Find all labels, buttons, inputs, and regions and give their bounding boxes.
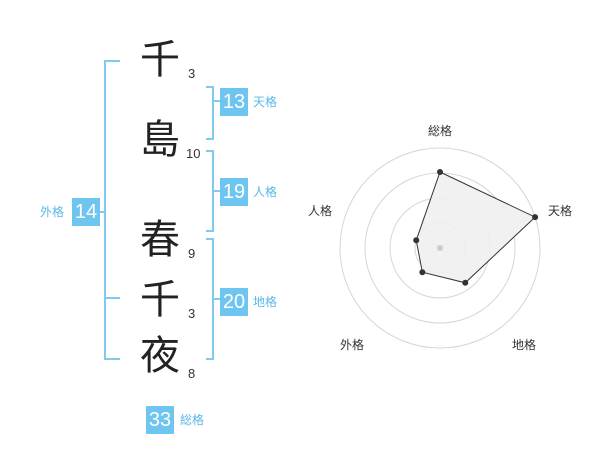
chikaku-bracket xyxy=(206,238,214,360)
jinkaku-value: 19 xyxy=(220,178,248,206)
gaikaku-inner-tick xyxy=(104,297,120,299)
radar-polygon xyxy=(415,171,536,284)
radar-label-jinkaku: 人格 xyxy=(308,204,333,218)
radar-label-soukaku: 総格 xyxy=(428,124,453,138)
stroke-count-3: 9 xyxy=(188,246,196,261)
radar-label-gaikaku: 外格 xyxy=(340,338,365,352)
tenkaku-tick xyxy=(214,100,220,102)
name-char-4: 千 xyxy=(140,277,180,323)
radar-center xyxy=(437,245,443,251)
tenkaku-value: 13 xyxy=(220,88,248,116)
jinkaku-label: 人格 xyxy=(253,185,278,199)
stroke-count-5: 8 xyxy=(188,366,196,381)
chikaku-value: 20 xyxy=(220,288,248,316)
radar-grid-ring xyxy=(339,147,541,349)
stroke-count-1: 3 xyxy=(188,66,196,81)
name-char-2: 島 xyxy=(140,117,180,163)
name-char-5: 夜 xyxy=(140,333,180,379)
tenkaku-label: 天格 xyxy=(253,95,278,109)
gaikaku-label: 外格 xyxy=(40,205,65,219)
stroke-count-4: 3 xyxy=(188,306,196,321)
soukaku-label: 総格 xyxy=(180,413,205,427)
chikaku-label: 地格 xyxy=(253,295,278,309)
radar-label-chikaku: 地格 xyxy=(512,338,537,352)
gaikaku-value: 14 xyxy=(72,198,100,226)
soukaku-value: 33 xyxy=(146,406,174,434)
stroke-count-2: 10 xyxy=(186,146,201,161)
gaikaku-bracket xyxy=(104,60,120,360)
name-char-1: 千 xyxy=(140,37,180,83)
radar-point-1 xyxy=(437,169,443,175)
radar-point-5 xyxy=(413,237,420,244)
tenkaku-bracket xyxy=(206,86,214,140)
chikaku-tick xyxy=(214,298,220,300)
jinkaku-bracket xyxy=(206,150,214,232)
radar-point-3 xyxy=(462,279,469,286)
radar-label-tenkaku: 天格 xyxy=(548,204,573,218)
radar-point-2 xyxy=(532,214,539,221)
radar-chart xyxy=(339,147,541,349)
gaikaku-tick xyxy=(98,211,104,213)
radar-point-4 xyxy=(419,269,426,276)
name-char-3: 春 xyxy=(140,217,180,263)
jinkaku-tick xyxy=(214,190,220,192)
